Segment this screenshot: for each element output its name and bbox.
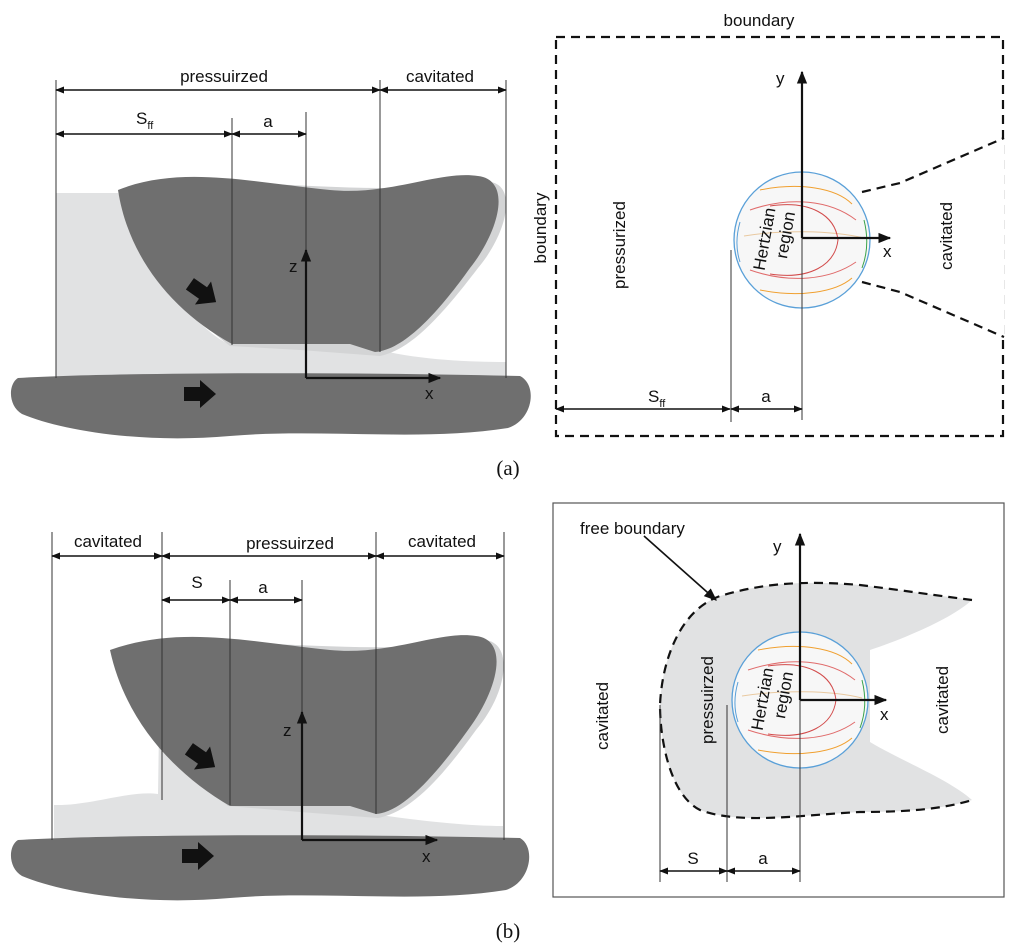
axis-y-label: y	[773, 537, 782, 556]
axis-x-label: x	[880, 705, 889, 724]
arrow-right-icon	[184, 380, 216, 408]
label-boundary-top: boundary	[724, 11, 795, 30]
upper-body	[110, 635, 497, 814]
label-cavitated-left: cavitated	[74, 532, 142, 551]
arrow-right-icon	[182, 842, 214, 870]
lower-body	[10, 373, 531, 439]
caption-b: (b)	[496, 919, 521, 943]
label-s-ff: Sff	[136, 109, 154, 132]
label-cavitated-right: cavitated	[933, 666, 952, 734]
cavitated-region	[862, 138, 1004, 337]
label-pressurized: pressuirzed	[246, 534, 334, 553]
panel-a-plan-view: y x boundary boundary pressurized cavita…	[531, 11, 1005, 438]
arrow-down-right-icon	[185, 278, 217, 305]
free-boundary-pointer	[643, 535, 717, 601]
label-s-ff: Sff	[648, 387, 666, 410]
label-cavitated-left: cavitated	[593, 682, 612, 750]
axis-x-label: x	[883, 242, 892, 261]
label-cavitated-right: cavitated	[408, 532, 476, 551]
upper-body	[118, 175, 499, 352]
panel-b-side-view: cavitated pressuirzed cavitated S a z x	[10, 532, 530, 901]
label-a: a	[761, 387, 771, 406]
label-a: a	[758, 849, 768, 868]
label-a: a	[263, 112, 273, 131]
label-free-boundary: free boundary	[580, 519, 685, 538]
axis-x-label: x	[422, 847, 431, 866]
axis-x-label: x	[425, 384, 434, 403]
axis-y-label: y	[776, 69, 785, 88]
label-a: a	[258, 578, 268, 597]
label-cavitated: cavitated	[937, 202, 956, 270]
panel-a-side-view: pressuirzed cavitated Sff a z x	[10, 67, 531, 439]
arrow-down-right-icon	[184, 743, 216, 770]
axis-z-label: z	[283, 721, 292, 740]
caption-a: (a)	[496, 456, 519, 480]
label-s: S	[191, 573, 202, 592]
panel-b-plan-view: y x free boundary cavitated pressuirzed …	[552, 502, 1005, 898]
label-cavitated: cavitated	[406, 67, 474, 86]
label-pressurized: pressuirzed	[698, 656, 717, 744]
axis-z-label: z	[289, 257, 298, 276]
label-s: S	[687, 849, 698, 868]
label-boundary-left: boundary	[531, 192, 550, 263]
label-pressurized: pressuirzed	[180, 67, 268, 86]
lower-body	[10, 835, 530, 901]
label-pressurized: pressurized	[610, 201, 629, 289]
free-boundary	[658, 581, 973, 820]
lubricant-film	[56, 193, 506, 378]
